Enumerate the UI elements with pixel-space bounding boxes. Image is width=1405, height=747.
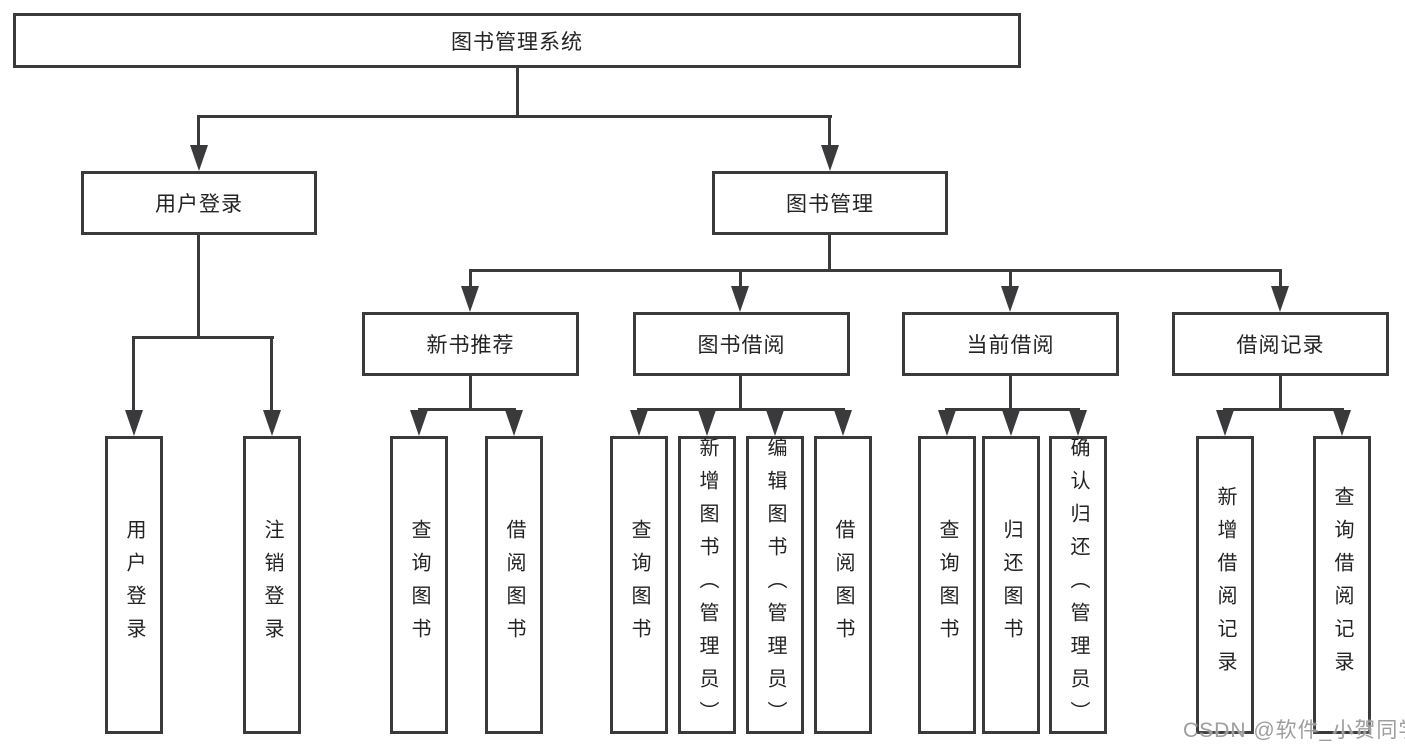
connector-line — [516, 68, 519, 118]
node-label: 查询图书 — [936, 519, 958, 651]
leaf-confirm-return-admin: 确认归还（管理员） — [1049, 436, 1107, 734]
node-label: 注销登录 — [261, 519, 283, 651]
node-label: 归还图书 — [1000, 519, 1022, 651]
connector-arrow — [630, 410, 648, 436]
connector-line — [132, 336, 135, 412]
leaf-add-books-admin: 新增图书（管理员） — [678, 436, 736, 734]
node-label: 图书管理系统 — [451, 30, 583, 54]
node-new-book-recommendation: 新书推荐 — [362, 312, 579, 376]
node-label: 查询借阅记录 — [1331, 486, 1353, 684]
node-book-management: 图书管理 — [712, 171, 948, 235]
node-label: 用户登录 — [123, 519, 145, 651]
connector-arrow — [698, 410, 716, 436]
node-current-borrowing: 当前借阅 — [902, 312, 1119, 376]
node-user-login: 用户登录 — [81, 171, 317, 235]
node-label: 查询图书 — [628, 519, 650, 651]
connector-arrow — [505, 410, 523, 436]
connector-arrow — [1333, 410, 1351, 436]
node-borrowing-records: 借阅记录 — [1172, 312, 1389, 376]
connector-arrow — [125, 410, 143, 436]
connector-arrow — [1001, 286, 1019, 312]
leaf-query-books-recommend: 查询图书 — [390, 436, 448, 734]
connector-arrow — [834, 410, 852, 436]
connector-line — [132, 336, 274, 339]
leaf-user-login: 用户登录 — [105, 436, 163, 734]
node-label: 新书推荐 — [426, 334, 515, 357]
leaf-query-borrow-record: 查询借阅记录 — [1313, 436, 1371, 734]
node-library-management-system: 图书管理系统 — [13, 13, 1021, 68]
connector-line — [197, 115, 200, 147]
connector-line — [418, 408, 516, 411]
connector-line — [1009, 269, 1012, 288]
connector-line — [270, 336, 273, 412]
connector-arrow — [190, 145, 208, 171]
node-label: 图书管理 — [786, 193, 874, 216]
connector-line — [739, 269, 742, 288]
connector-line — [945, 408, 1080, 411]
leaf-add-borrow-record: 新增借阅记录 — [1196, 436, 1254, 734]
leaf-query-books-current: 查询图书 — [918, 436, 976, 734]
node-label: 确认归还（管理员） — [1067, 436, 1089, 734]
node-label: 编辑图书（管理员） — [764, 436, 786, 734]
connector-line — [469, 269, 472, 288]
connector-arrow — [1069, 410, 1087, 436]
leaf-logout-login: 注销登录 — [243, 436, 301, 734]
connector-line — [197, 235, 200, 339]
connector-arrow — [410, 410, 428, 436]
node-label: 借阅图书 — [832, 519, 854, 651]
connector-arrow — [731, 286, 749, 312]
node-label: 当前借阅 — [966, 334, 1055, 357]
connector-arrow — [766, 410, 784, 436]
connector-arrow — [1271, 286, 1289, 312]
leaf-edit-books-admin: 编辑图书（管理员） — [746, 436, 804, 734]
connector-line — [828, 235, 831, 272]
connector-line — [197, 115, 832, 118]
connector-arrow — [938, 410, 956, 436]
connector-line — [739, 376, 742, 411]
node-label: 用户登录 — [155, 193, 243, 216]
csdn-watermark: CSDN @软件_小贺同学 — [1183, 719, 1405, 742]
connector-arrow — [461, 286, 479, 312]
connector-line — [1279, 269, 1282, 288]
node-label: 图书借阅 — [697, 334, 786, 357]
connector-line — [1009, 376, 1012, 411]
connector-arrow — [263, 410, 281, 436]
connector-line — [469, 269, 1282, 272]
node-label: 新增图书（管理员） — [696, 436, 718, 734]
node-label: 新增借阅记录 — [1214, 486, 1236, 684]
connector-line — [1223, 408, 1344, 411]
node-label: 借阅记录 — [1236, 334, 1325, 357]
node-label: 借阅图书 — [503, 519, 525, 651]
connector-arrow — [821, 145, 839, 171]
leaf-query-books-borrowing: 查询图书 — [610, 436, 668, 734]
leaf-return-books: 归还图书 — [982, 436, 1040, 734]
connector-arrow — [1002, 410, 1020, 436]
connector-line — [637, 408, 845, 411]
node-book-borrowing: 图书借阅 — [633, 312, 850, 376]
connector-arrow — [1216, 410, 1234, 436]
connector-line — [469, 376, 472, 411]
connector-line — [1279, 376, 1282, 411]
node-label: 查询图书 — [408, 519, 430, 651]
leaf-borrow-books: 借阅图书 — [814, 436, 872, 734]
connector-line — [828, 115, 831, 147]
leaf-borrow-books-recommend: 借阅图书 — [485, 436, 543, 734]
